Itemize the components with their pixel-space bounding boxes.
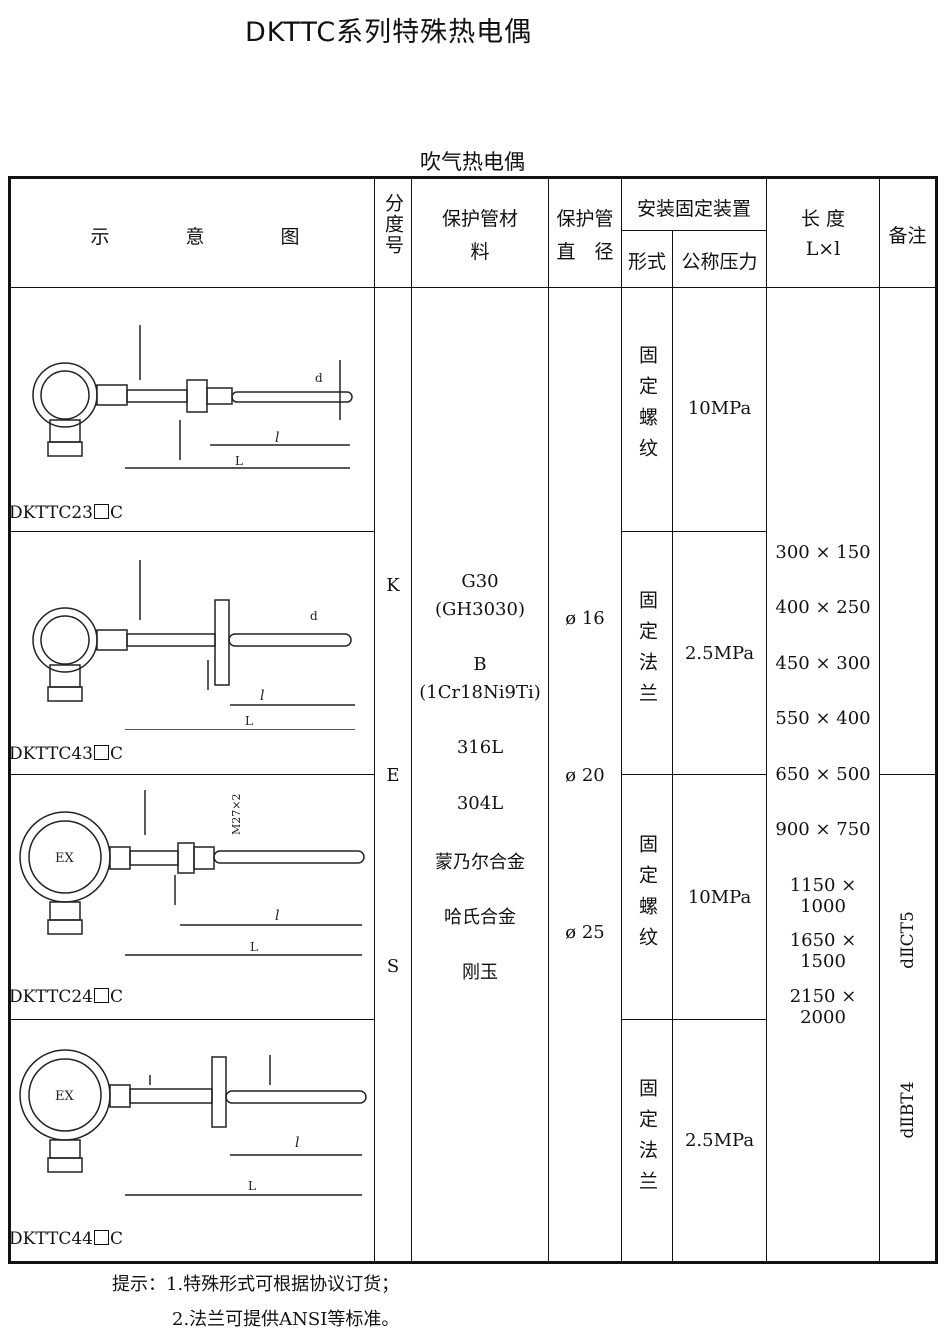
length-item: 2150 × 2000 (789, 986, 857, 1028)
pressure-row-4: 2.5MPa (684, 1130, 755, 1151)
header-mounting: 安装固定装置 (636, 198, 751, 220)
diagram-dkttc23: d l L (32, 325, 353, 469)
material-item: 316L (456, 737, 504, 758)
material-item: (1Cr18Ni9Ti) (419, 682, 541, 703)
svg-text:l: l (275, 908, 279, 924)
pressure-row-1: 10MPa (687, 398, 752, 419)
diameter-item: ø 25 (565, 922, 605, 943)
pressure-row-2: 2.5MPa (684, 643, 755, 664)
diagram-dkttc43: d l L (32, 560, 355, 730)
grade-k: K (386, 575, 400, 596)
length-item: 1650 × 1500 (789, 930, 857, 972)
diameter-item: ø 20 (565, 765, 605, 786)
material-item: (GH3030) (435, 599, 525, 620)
length-item: 550 × 400 (775, 708, 871, 729)
svg-text:l: l (295, 1135, 299, 1151)
note-2: 2.法兰可提供ANSI等标准。 (172, 1309, 400, 1330)
header-grade: 分度号 (382, 193, 404, 256)
header-form: 形式 (627, 251, 666, 273)
header-pressure: 公称压力 (681, 251, 758, 273)
material-item: 哈氏合金 (444, 907, 516, 928)
svg-text:d: d (310, 609, 318, 623)
form-row-4: 固定法兰 (636, 1078, 658, 1202)
grade-s: S (386, 956, 400, 977)
length-item: 650 × 500 (775, 764, 871, 785)
svg-text:M27×2: M27×2 (230, 794, 243, 835)
svg-text:L: L (245, 714, 253, 728)
svg-text:l: l (260, 688, 264, 704)
diagram-dkttc24: EX M27×2 l L (19, 790, 365, 956)
length-item: 400 × 250 (775, 597, 871, 618)
header-remarks: 备注 (888, 225, 927, 247)
header-length: 长 度 (800, 208, 846, 230)
form-row-2: 固定法兰 (636, 590, 658, 714)
length-item: 450 × 300 (775, 653, 871, 674)
page-title: DKTTC系列特殊热电偶 (245, 17, 533, 48)
material-item: 刚玉 (462, 962, 498, 983)
svg-text:l: l (275, 430, 279, 446)
note-1: 提示：1.特殊形式可根据协议订货； (112, 1274, 400, 1295)
svg-text:L: L (235, 454, 243, 468)
pressure-row-3: 10MPa (687, 887, 752, 908)
header-diagram: 示 意 图 (90, 226, 300, 248)
length-item: 300 × 150 (775, 542, 871, 563)
form-row-1: 固定螺纹 (636, 345, 658, 469)
material-item: 蒙乃尔合金 (435, 852, 525, 873)
diagram-dkttc44: EX l L (19, 1049, 367, 1196)
material-item: 304L (456, 793, 504, 814)
grade-e: E (386, 765, 400, 786)
svg-text:L: L (250, 940, 258, 954)
svg-text:EX: EX (55, 1089, 74, 1104)
length-item: 1150 × 1000 (789, 875, 857, 917)
svg-text:EX: EX (55, 851, 74, 866)
length-item: 900 × 750 (775, 819, 871, 840)
material-item: B (473, 654, 487, 675)
svg-text:L: L (248, 1179, 256, 1193)
header-diameter: 保护管直 径 (556, 208, 614, 263)
table-title: 吹气热电偶 (420, 150, 525, 174)
remark-bt4: dⅡBT4 (898, 1081, 918, 1139)
diameter-item: ø 16 (565, 608, 605, 629)
form-row-3: 固定螺纹 (636, 834, 658, 958)
remark-ct5: dⅡCT5 (898, 911, 918, 969)
material-item: G30 (461, 571, 499, 592)
svg-text:d: d (315, 371, 323, 385)
header-material: 保护管材 料 (441, 208, 538, 263)
header-length-sub: L×l (805, 238, 841, 260)
